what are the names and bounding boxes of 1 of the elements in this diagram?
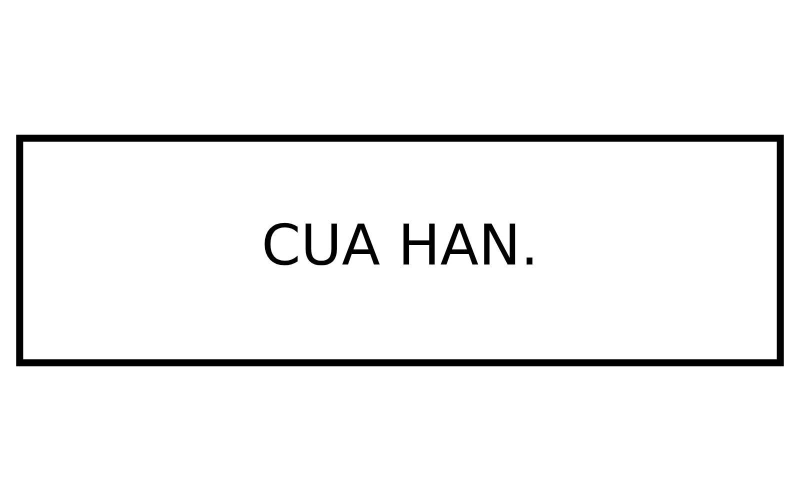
- node-box: CUA HAN.: [16, 134, 784, 366]
